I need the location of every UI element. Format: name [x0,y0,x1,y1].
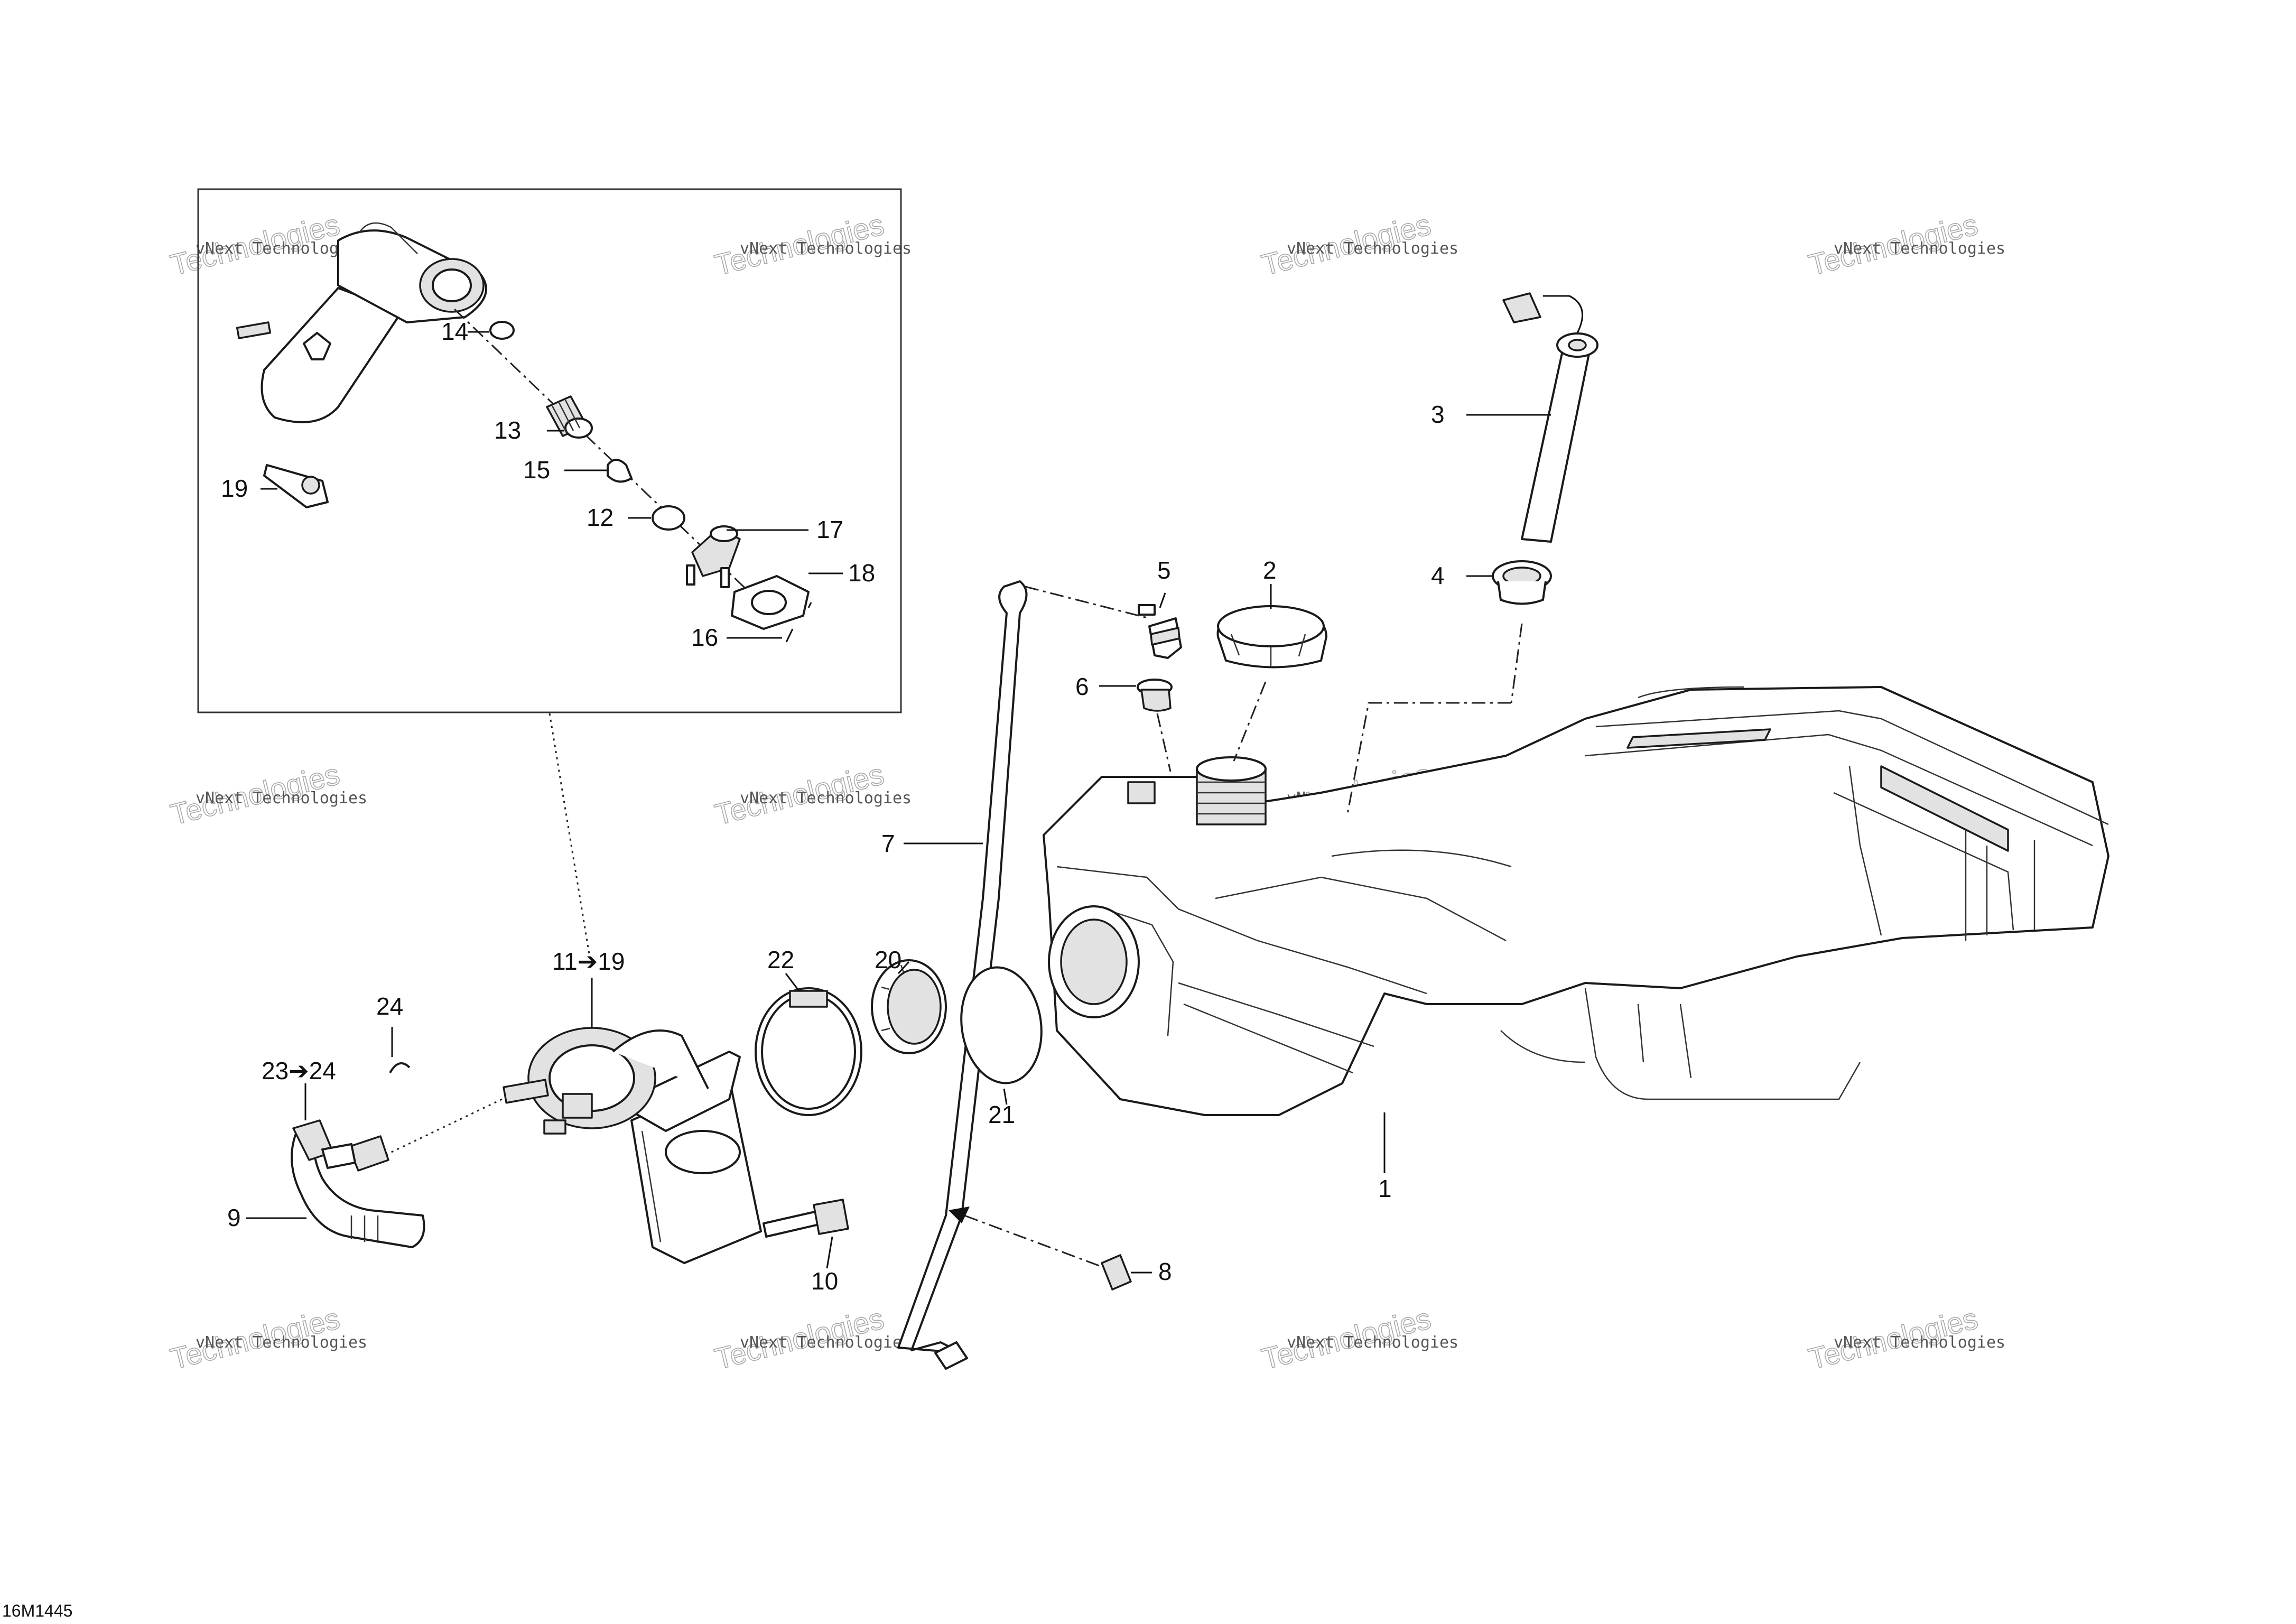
callout-21: 21 [988,1101,1015,1128]
callout-24: 24 [376,992,403,1020]
svg-text:vNext Technologies: vNext Technologies [740,789,912,808]
callout-15: 15 [523,456,550,484]
svg-text:vNext Technologies: vNext Technologies [196,789,367,808]
callout-12: 12 [587,504,613,531]
callout-14: 14 [441,318,468,345]
watermark: Technologies vNext Technologies [1258,207,1459,282]
part-14-oring [489,321,515,340]
callout-16: 16 [691,624,718,651]
callout-11-19: 11➔19 [552,948,625,975]
callout-19: 19 [221,475,248,502]
part-17-regulator [686,525,741,588]
watermark: Technologies vNext Technologies [711,1301,912,1376]
part-20-lock-ring [871,959,947,1054]
part-23-quick-connector [292,1119,389,1172]
leader-4 [1510,623,1523,703]
callouts: 1 2 3 4 5 6 7 8 9 10 11➔19 12 13 14 15 1… [221,318,1445,1295]
svg-text:vNext Technologies: vNext Technologies [196,1333,367,1352]
pump-module-inset-drawing [236,222,487,508]
callout-8: 8 [1158,1258,1172,1285]
svg-text:vNext Technologies: vNext Technologies [1834,239,2005,258]
callout-13: 13 [494,416,521,444]
diagram-code: 16M1445 [2,1601,73,1620]
watermark: Technologies vNext Technologies [167,1301,368,1376]
arrow-head [949,1207,970,1223]
callout-1: 1 [1378,1175,1392,1202]
callout-2: 2 [1263,556,1277,584]
callout-10: 10 [811,1267,838,1295]
watermark: Technologies vNext Technologies [1805,1301,2006,1376]
watermark: Technologies vNext Technologies [1258,1301,1459,1376]
callout-5: 5 [1157,556,1171,584]
part-13-filter [546,395,593,439]
part-12-oring [652,505,685,531]
svg-text:vNext Technologies: vNext Technologies [1834,1333,2005,1352]
part-9-fuel-hose [291,1130,425,1248]
callout-3: 3 [1431,401,1445,428]
svg-text:vNext Technologies: vNext Technologies [1287,1333,1458,1352]
callout-23-24: 23➔24 [262,1057,336,1084]
part-24-clip [389,1062,411,1074]
callout-7: 7 [881,830,895,857]
callout-18: 18 [848,559,875,587]
part-22-hose-clamp [755,987,862,1116]
svg-text:vNext Technologies: vNext Technologies [1287,239,1458,258]
callout-6: 6 [1075,673,1089,700]
part-10-bolt [763,1199,849,1238]
part-1-fuel-tank [1043,686,2109,1116]
pump-module-11-19 [503,1027,762,1264]
part-3-fuel-level-sender [1502,292,1598,543]
svg-text:vNext Technologies: vNext Technologies [740,1333,912,1352]
part-15-clip [607,459,633,483]
part-6-vent-grommet [1137,679,1173,712]
svg-text:vNext Technologies: vNext Technologies [740,239,912,258]
inset-leader [549,713,590,954]
part-21-oring [960,966,1043,1084]
watermark: Technologies vNext Technologies [711,757,912,832]
watermark: Technologies vNext Technologies [1805,207,2006,282]
callout-4: 4 [1431,562,1445,589]
part-4-grommet [1492,560,1552,605]
tank-filler-neck [1196,756,1267,825]
callout-22: 22 [767,946,794,973]
watermark: Technologies vNext Technologies [167,757,368,832]
part-5-vent-valve [1138,604,1182,659]
callout-17: 17 [816,516,843,543]
callout-9: 9 [227,1204,241,1231]
pump-detail-inset [197,188,902,954]
part-2-fuel-cap [1216,605,1327,669]
part-16-screw [785,628,794,643]
watermark: Technologies vNext Technologies [711,207,912,282]
inset-frame [197,188,902,713]
part-8-hose-clip [1101,1254,1132,1291]
callout-20: 20 [875,946,901,973]
leader-lines [246,331,1551,1274]
part-7-vent-hose [897,580,1028,1370]
